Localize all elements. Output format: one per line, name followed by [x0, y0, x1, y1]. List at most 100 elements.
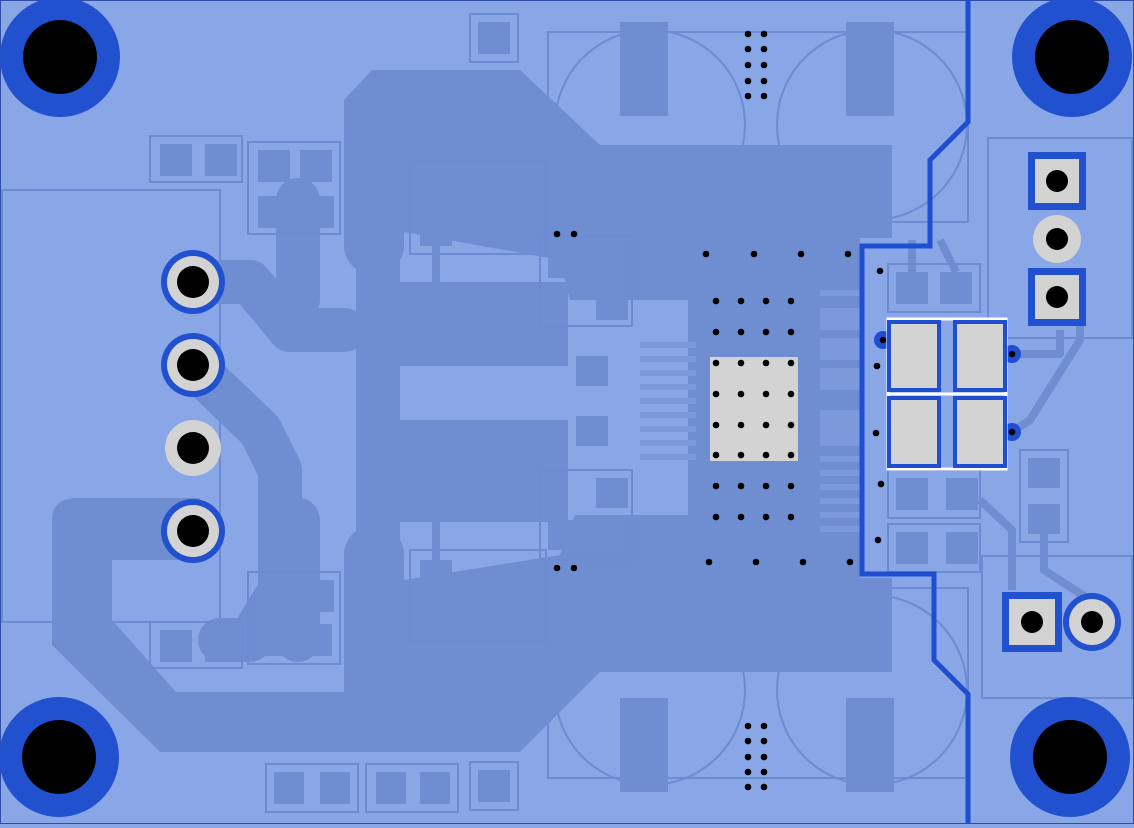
via: [799, 558, 807, 566]
via: [760, 45, 768, 53]
pad: [510, 584, 542, 616]
via: [737, 359, 745, 367]
ic-exposed-pad: [710, 357, 798, 461]
pad: [596, 478, 628, 508]
ic-pin: [640, 342, 696, 348]
switch-pad-3: [887, 396, 941, 468]
res-r3-outline: [887, 263, 981, 313]
pad: [940, 272, 972, 304]
via: [737, 390, 745, 398]
via: [737, 513, 745, 521]
via: [712, 297, 720, 305]
pad: [576, 356, 608, 386]
testpoint-bottom-outline: [469, 761, 519, 811]
pad: [478, 22, 510, 54]
via: [874, 536, 882, 544]
cap-c6-outline: [365, 763, 459, 813]
pad: [300, 150, 332, 182]
pad: [946, 478, 978, 510]
via: [787, 390, 795, 398]
pour-top: [344, 70, 892, 300]
ic-pin: [820, 410, 860, 446]
ic-pin: [820, 526, 860, 532]
pad: [420, 214, 452, 246]
pad: [548, 520, 580, 550]
res-r1-outline: [409, 161, 547, 255]
via: [876, 267, 884, 275]
pad: [896, 478, 928, 510]
via: [744, 722, 752, 730]
via: [844, 250, 852, 258]
cap-c5-outline: [265, 763, 359, 813]
inductor-pad-br: [846, 698, 894, 792]
switch-pad-4: [953, 396, 1007, 468]
via: [744, 45, 752, 53]
mounting-hole-tl: [23, 20, 97, 94]
ic-pin: [640, 398, 696, 404]
pad: [205, 144, 237, 176]
ic-pin: [640, 426, 696, 432]
header-pin-3-hole: [177, 432, 209, 464]
pad: [478, 770, 510, 802]
via: [879, 336, 887, 344]
via: [787, 513, 795, 521]
via: [737, 328, 745, 336]
via: [737, 482, 745, 490]
pad: [896, 532, 928, 564]
via: [750, 250, 758, 258]
mounting-hole-tr: [1035, 20, 1109, 94]
ic-pin: [820, 308, 860, 330]
pour-left-upper: [344, 100, 404, 275]
via: [787, 451, 795, 459]
via: [737, 297, 745, 305]
via: [737, 421, 745, 429]
pour-bottom: [52, 498, 892, 752]
via: [787, 297, 795, 305]
via: [712, 421, 720, 429]
pad: [1028, 504, 1060, 534]
ic-pin: [820, 368, 860, 390]
via: [762, 390, 770, 398]
via: [702, 250, 710, 258]
inductor-pads: [620, 22, 894, 792]
pad: [258, 624, 290, 656]
testpoint-top-outline: [469, 13, 519, 63]
passive-pads: [160, 22, 1060, 804]
pad: [376, 772, 406, 804]
inductor-pad-tl: [620, 22, 668, 116]
pour-center-column: [356, 240, 400, 540]
pad: [205, 630, 237, 662]
via: [712, 328, 720, 336]
ic-pin: [820, 456, 860, 462]
via: [762, 482, 770, 490]
via: [760, 722, 768, 730]
via: [760, 30, 768, 38]
ic-pin: [820, 512, 860, 518]
via: [744, 92, 752, 100]
via: [762, 328, 770, 336]
via: [762, 451, 770, 459]
via: [787, 328, 795, 336]
switch-pad-2: [953, 320, 1007, 392]
via: [712, 513, 720, 521]
via: [760, 92, 768, 100]
cap-c8-outline: [539, 469, 633, 561]
via: [744, 77, 752, 85]
via: [872, 429, 880, 437]
via: [737, 451, 745, 459]
ic-pin: [820, 484, 860, 490]
ic-pin: [640, 412, 696, 418]
pour-inner-upper: [398, 282, 568, 366]
via: [760, 77, 768, 85]
via: [570, 564, 578, 572]
via: [873, 362, 881, 370]
mounting-hole-bl: [22, 720, 96, 794]
via: [762, 297, 770, 305]
via: [712, 451, 720, 459]
via: [762, 421, 770, 429]
via: [760, 753, 768, 761]
mounting-hole-br: [1033, 720, 1107, 794]
pad: [946, 532, 978, 564]
